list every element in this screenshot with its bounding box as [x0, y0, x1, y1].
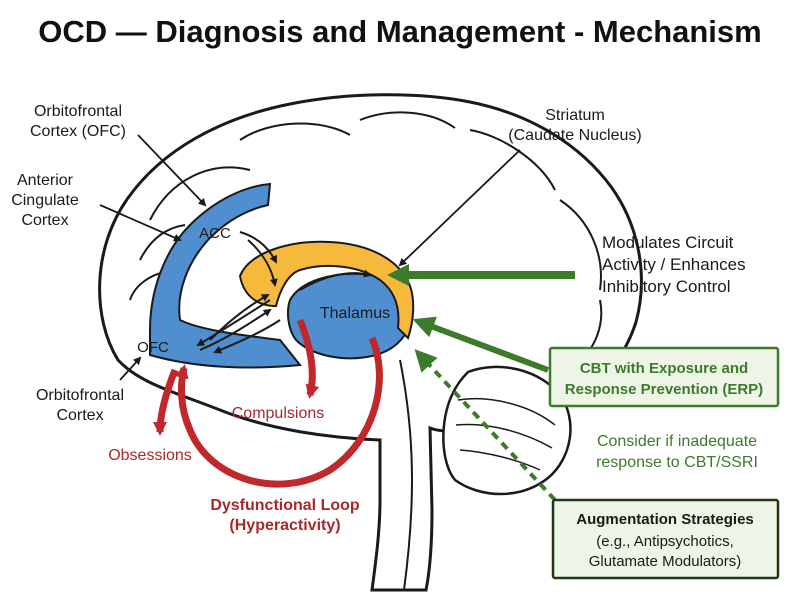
striatum-line-1: Striatum — [545, 107, 605, 124]
acc-ofc-region — [149, 182, 302, 369]
augmentation-box-frame — [551, 498, 780, 580]
circuit-arrows — [196, 231, 372, 354]
thalamus-label: Thalamus — [320, 305, 390, 322]
ofc-top-label: Orbitofrontal Cortex (OFC) — [30, 103, 126, 140]
modulates-annotation: Modulates Circuit Activity / Enhances In… — [602, 233, 746, 296]
consider-line-1: Consider if inadequate — [597, 433, 757, 450]
acc-label: ACC — [199, 225, 231, 242]
consider-annotation: Consider if inadequate response to CBT/S… — [596, 433, 758, 471]
augmentation-line-2: Glutamate Modulators) — [589, 553, 742, 570]
cbt-box-frame — [548, 346, 780, 408]
ofc-top-line-2: Cortex (OFC) — [30, 123, 126, 140]
augmentation-box: Augmentation Strategies (e.g., Antipsych… — [551, 498, 780, 580]
ofc-label: OFC — [137, 339, 169, 356]
cbt-box: CBT with Exposure and Response Preventio… — [548, 346, 780, 408]
ofc-bottom-line-2: Cortex — [56, 407, 103, 424]
striatum-region — [238, 240, 415, 340]
diagram-title: OCD — Diagnosis and Management - Mechani… — [38, 14, 761, 49]
loop-line-1: Dysfunctional Loop — [210, 497, 360, 514]
therapy-arrows — [387, 264, 575, 502]
augmentation-line-1: (e.g., Antipsychotics, — [596, 533, 734, 550]
augmentation-title: Augmentation Strategies — [576, 511, 754, 528]
acc-side-line-1: Anterior — [17, 172, 74, 189]
acc-side-label: Anterior Cingulate Cortex — [11, 172, 79, 229]
consider-line-2: response to CBT/SSRI — [596, 454, 758, 471]
acc-side-line-2: Cingulate — [11, 192, 79, 209]
modulates-line-1: Modulates Circuit — [602, 233, 734, 252]
acc-side-line-3: Cortex — [21, 212, 68, 229]
modulates-line-3: Inhibitory Control — [602, 277, 731, 296]
loop-line-2: (Hyperactivity) — [229, 517, 340, 534]
cbt-line-1: CBT with Exposure and — [580, 360, 748, 377]
ofc-bottom-label: Orbitofrontal Cortex — [36, 387, 124, 424]
pointer-lines — [99, 134, 521, 381]
ofc-bottom-line-1: Orbitofrontal — [36, 387, 124, 404]
dysfunctional-loop-arrows — [153, 318, 383, 488]
compulsions-label: Compulsions — [232, 405, 324, 422]
modulates-line-2: Activity / Enhances — [602, 255, 746, 274]
dysfunctional-loop-label: Dysfunctional Loop (Hyperactivity) — [210, 497, 360, 534]
striatum-label: Striatum (Caudate Nucleus) — [508, 107, 641, 144]
obsessions-label: Obsessions — [108, 447, 192, 464]
cbt-line-2: Response Prevention (ERP) — [565, 381, 763, 398]
striatum-line-2: (Caudate Nucleus) — [508, 127, 641, 144]
ofc-top-line-1: Orbitofrontal — [34, 103, 122, 120]
